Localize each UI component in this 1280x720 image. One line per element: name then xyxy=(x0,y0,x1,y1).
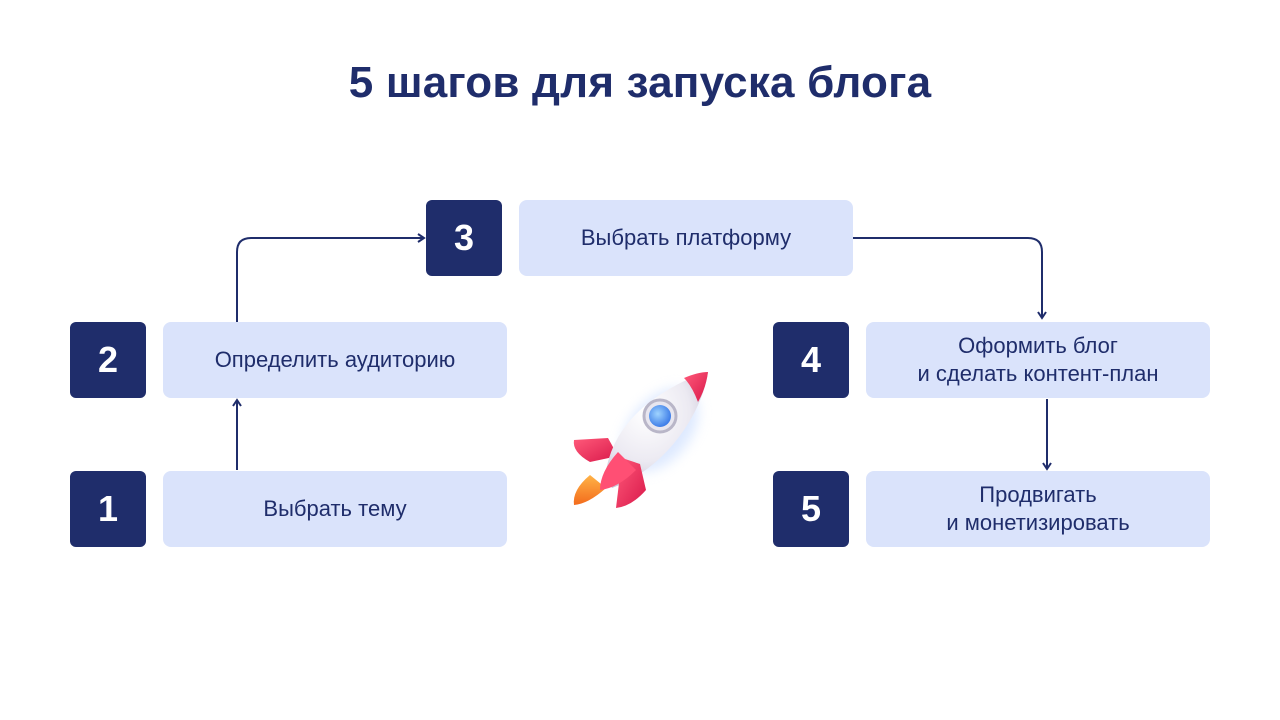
page-title: 5 шагов для запуска блога xyxy=(348,58,932,107)
step-1-box: Выбрать тему xyxy=(163,471,507,547)
step-3-number: 3 xyxy=(426,200,502,276)
step-2-box: Определить аудиторию xyxy=(163,322,507,398)
step-3-box: Выбрать платформу xyxy=(519,200,853,276)
rocket-icon xyxy=(573,372,708,508)
step-1-number: 1 xyxy=(70,471,146,547)
step-4-number: 4 xyxy=(773,322,849,398)
step-5-box: Продвигать и монетизировать xyxy=(866,471,1210,547)
arrow-2-to-3 xyxy=(236,233,426,322)
step-4-box: Оформить блог и сделать контент-план xyxy=(866,322,1210,398)
step-2-number: 2 xyxy=(70,322,146,398)
arrow-3-to-4 xyxy=(853,237,1047,320)
step-5-number: 5 xyxy=(773,471,849,547)
